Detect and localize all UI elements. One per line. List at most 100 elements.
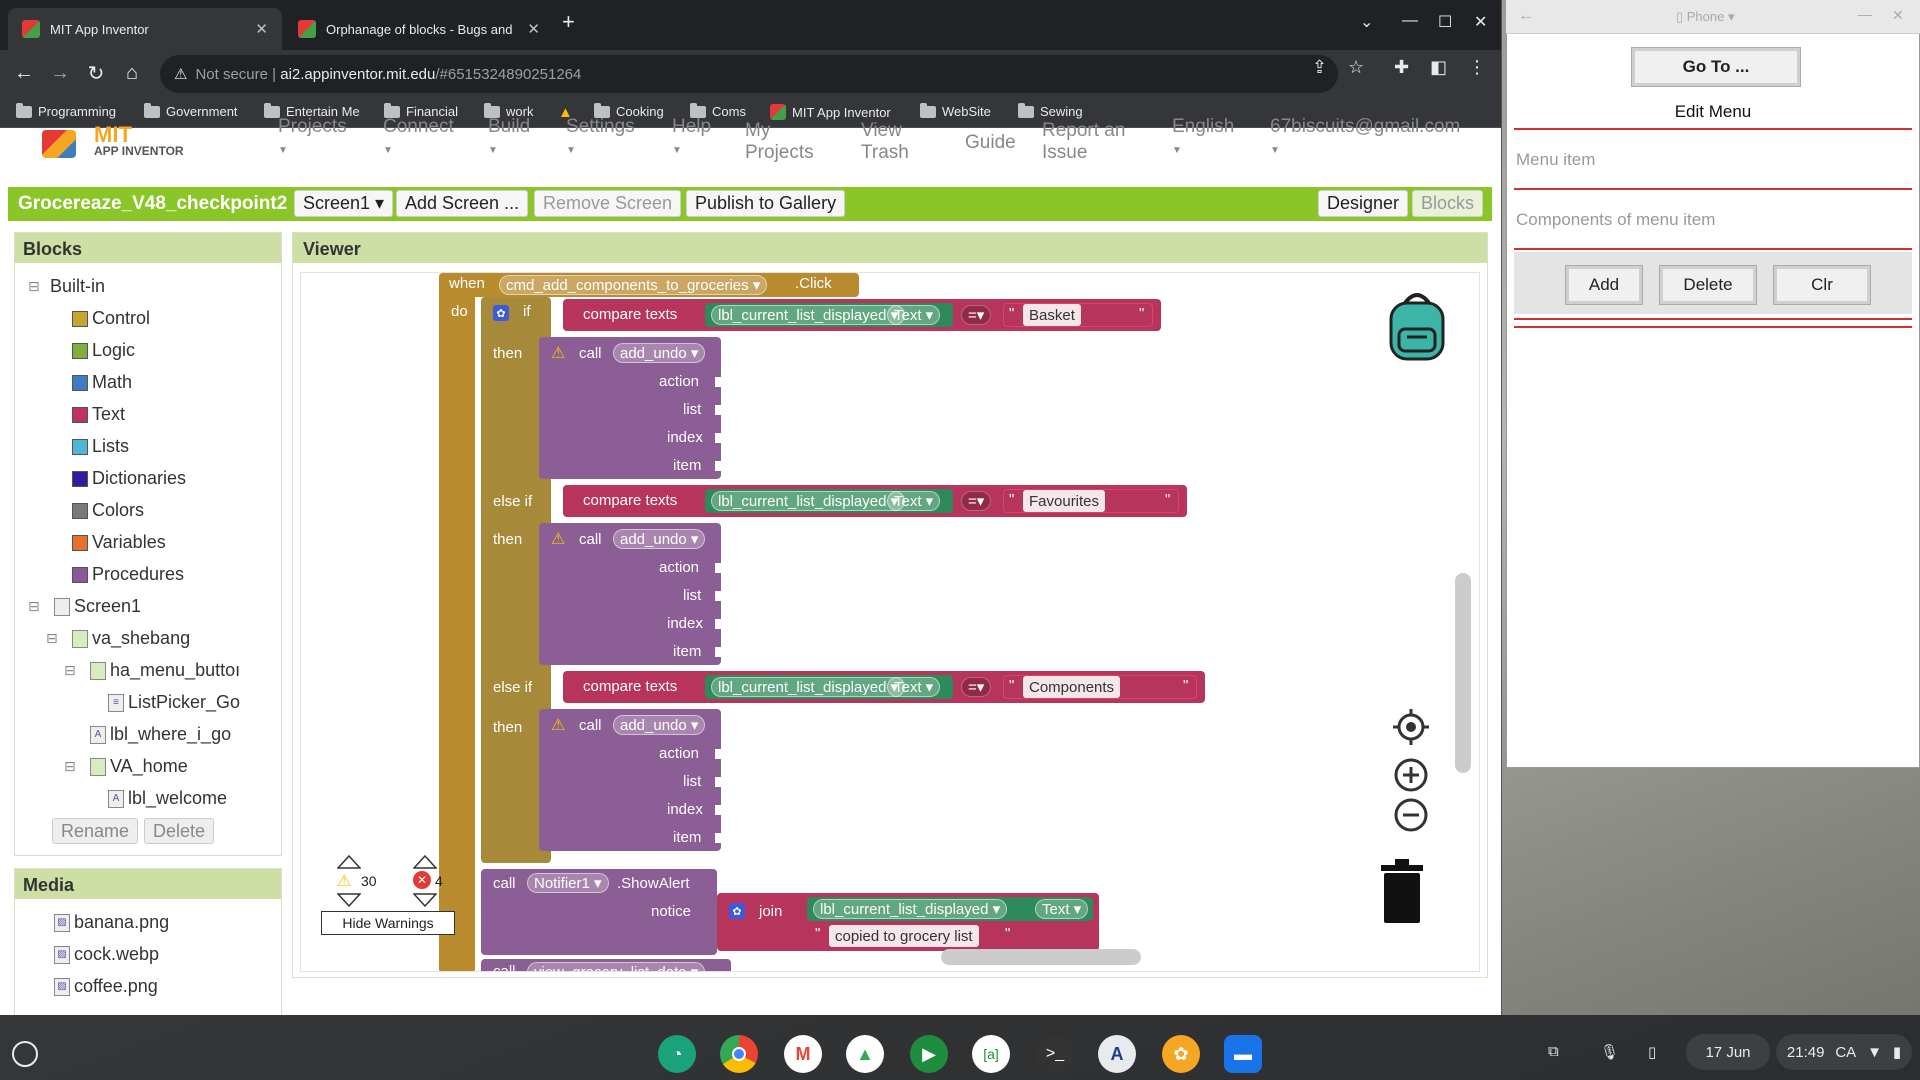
bookmark-entertain-me[interactable]: Entertain Me xyxy=(264,102,360,119)
bookmark-programming[interactable]: Programming xyxy=(16,102,116,119)
operator-dropdown[interactable]: =▾ xyxy=(961,491,992,511)
collapse-icon[interactable]: ⊟ xyxy=(64,662,76,678)
component-dropdown[interactable]: lbl_current_list_displayed ▾ xyxy=(711,491,906,511)
mutator-gear-icon[interactable]: ✿ xyxy=(493,305,509,321)
tab-search-icon[interactable]: ⌄ xyxy=(1360,14,1374,31)
back-icon[interactable]: ← xyxy=(1518,7,1534,24)
tree-builtin-logic[interactable]: Logic xyxy=(72,340,135,361)
nav-build[interactable]: Build▼ xyxy=(488,116,531,156)
string-value[interactable]: copied to grocery list xyxy=(829,925,979,947)
nav-account[interactable]: 67biscuits@gmail.com▼ xyxy=(1270,116,1461,156)
nav-guide[interactable]: Guide xyxy=(965,132,1016,153)
extensions-icon[interactable]: ✚ xyxy=(1394,57,1410,77)
horizontal-scrollbar[interactable] xyxy=(941,949,1141,965)
call-add-undo-block[interactable] xyxy=(539,523,721,665)
tree-builtin-control[interactable]: Control xyxy=(72,308,150,329)
tree-builtin-lists[interactable]: Lists xyxy=(72,436,129,457)
nav-language[interactable]: English▼ xyxy=(1172,116,1235,156)
component-dropdown[interactable]: lbl_current_list_displayed ▾ xyxy=(711,677,906,697)
media-file[interactable]: ▨banana.png xyxy=(54,912,169,933)
rename-button[interactable]: Rename xyxy=(52,818,139,844)
tab-mit-app-inventor[interactable]: MIT App Inventor ✕ xyxy=(8,8,282,50)
property-dropdown[interactable]: Text ▾ xyxy=(1035,899,1089,919)
prev-error-icon[interactable] xyxy=(413,855,437,869)
delete-button[interactable]: Delete xyxy=(1660,266,1756,304)
notifier-dropdown[interactable]: Notifier1 ▾ xyxy=(527,873,609,893)
warning-icon[interactable]: ⚠ xyxy=(551,531,566,548)
nav-help[interactable]: Help▼ xyxy=(672,116,712,156)
menu-kebab-icon[interactable]: ⋮ xyxy=(1468,57,1486,77)
back-icon[interactable]: ← xyxy=(14,61,34,84)
media-file[interactable]: ▨coffee.png xyxy=(54,976,158,997)
launcher-icon[interactable] xyxy=(12,1041,38,1067)
app-icon-2[interactable]: ▶ xyxy=(910,1035,948,1073)
status-tray[interactable]: 21:49 CA ▼ ▮ xyxy=(1776,1034,1912,1070)
side-panel-icon[interactable]: ◧ xyxy=(1430,57,1448,77)
hide-warnings-button[interactable]: Hide Warnings xyxy=(321,911,455,935)
mutator-gear-icon[interactable]: ✿ xyxy=(729,903,745,919)
close-tab-icon[interactable]: ✕ xyxy=(255,21,268,38)
nav-projects[interactable]: Projects▼ xyxy=(278,116,347,156)
bookmark-website[interactable]: WebSite xyxy=(920,102,991,119)
add-button[interactable]: Add xyxy=(1566,266,1642,304)
remove-screen-button[interactable]: Remove Screen xyxy=(534,190,682,217)
procedure-dropdown[interactable]: view_grocery_list_data ▾ xyxy=(527,962,706,971)
tree-builtin-procedures[interactable]: Procedures xyxy=(72,564,184,585)
property-dropdown[interactable]: Text ▾ xyxy=(887,491,941,511)
close-icon[interactable]: ✕ xyxy=(1892,7,1904,23)
nav-settings[interactable]: Settings▼ xyxy=(566,116,635,156)
procedure-dropdown[interactable]: add_undo ▾ xyxy=(613,715,706,735)
component-dropdown[interactable]: lbl_current_list_displayed ▾ xyxy=(711,305,906,325)
nav-connect[interactable]: Connect▼ xyxy=(383,116,454,156)
minimize-icon[interactable]: — xyxy=(1402,12,1418,29)
files-icon[interactable]: ▬ xyxy=(1224,1035,1262,1073)
app-icon-4[interactable]: A xyxy=(1098,1035,1136,1073)
string-value[interactable]: Favourites xyxy=(1023,490,1106,512)
next-warning-icon[interactable] xyxy=(337,893,361,907)
blocks-workspace[interactable]: when cmd_add_components_to_groceries ▾ .… xyxy=(300,272,1480,972)
components-input[interactable]: Components of menu item xyxy=(1516,210,1716,229)
bookmark-sewing[interactable]: Sewing xyxy=(1018,102,1083,119)
trash-icon[interactable] xyxy=(1377,859,1427,925)
bookmark-government[interactable]: Government xyxy=(144,102,238,119)
call-add-undo-block[interactable] xyxy=(539,337,721,479)
terminal-icon[interactable]: >_ xyxy=(1036,1035,1074,1073)
vertical-scrollbar[interactable] xyxy=(1455,573,1471,773)
collapse-icon[interactable]: ⊟ xyxy=(46,630,58,646)
bookmark-mit-app-inventor[interactable]: MIT App Inventor xyxy=(770,104,891,120)
string-value[interactable]: Basket xyxy=(1023,304,1081,326)
collapse-icon[interactable]: ⊟ xyxy=(64,758,76,774)
media-file[interactable]: ▨cock.webp xyxy=(54,944,159,965)
new-tab-icon[interactable]: + xyxy=(562,9,575,34)
prev-warning-icon[interactable] xyxy=(337,855,361,869)
tab-orphanage[interactable]: Orphanage of blocks - Bugs and ✕ xyxy=(284,8,554,50)
bookmark-drive[interactable]: ▲ xyxy=(558,104,573,121)
collapse-icon[interactable]: ⊟ xyxy=(28,278,40,294)
maximize-icon[interactable]: ☐ xyxy=(1438,14,1453,31)
app-icon-1[interactable]: ◔ xyxy=(658,1035,696,1073)
bookmark-star-icon[interactable]: ☆ xyxy=(1348,57,1365,77)
reload-icon[interactable]: ↻ xyxy=(87,62,105,85)
device-selector[interactable]: ▯ Phone ▾ xyxy=(1676,9,1735,24)
drive-icon[interactable]: ▲ xyxy=(846,1035,884,1073)
event-component-dropdown[interactable]: cmd_add_components_to_groceries ▾ xyxy=(499,275,768,295)
next-error-icon[interactable] xyxy=(413,893,437,907)
procedure-dropdown[interactable]: add_undo ▾ xyxy=(613,343,706,363)
tree-builtin-text[interactable]: Text xyxy=(72,404,125,425)
tree-builtin-colors[interactable]: Colors xyxy=(72,500,144,521)
bookmark-coms[interactable]: Coms xyxy=(690,102,746,119)
tree-builtin[interactable]: Built-in xyxy=(50,276,106,296)
microphone-icon[interactable]: 🎙 xyxy=(1600,1044,1620,1061)
phone-hub-icon[interactable]: ▯ xyxy=(1648,1044,1657,1061)
gmail-icon[interactable]: M xyxy=(784,1035,822,1073)
close-tab-icon[interactable]: ✕ xyxy=(527,21,540,38)
component-dropdown[interactable]: lbl_current_list_displayed ▾ xyxy=(813,899,1008,919)
tree-builtin-dictionaries[interactable]: Dictionaries xyxy=(72,468,186,489)
screen-select[interactable]: Screen1 ▾ xyxy=(294,190,394,217)
tree-va-home[interactable]: VA_home xyxy=(90,756,188,777)
backpack-icon[interactable] xyxy=(1377,285,1457,365)
